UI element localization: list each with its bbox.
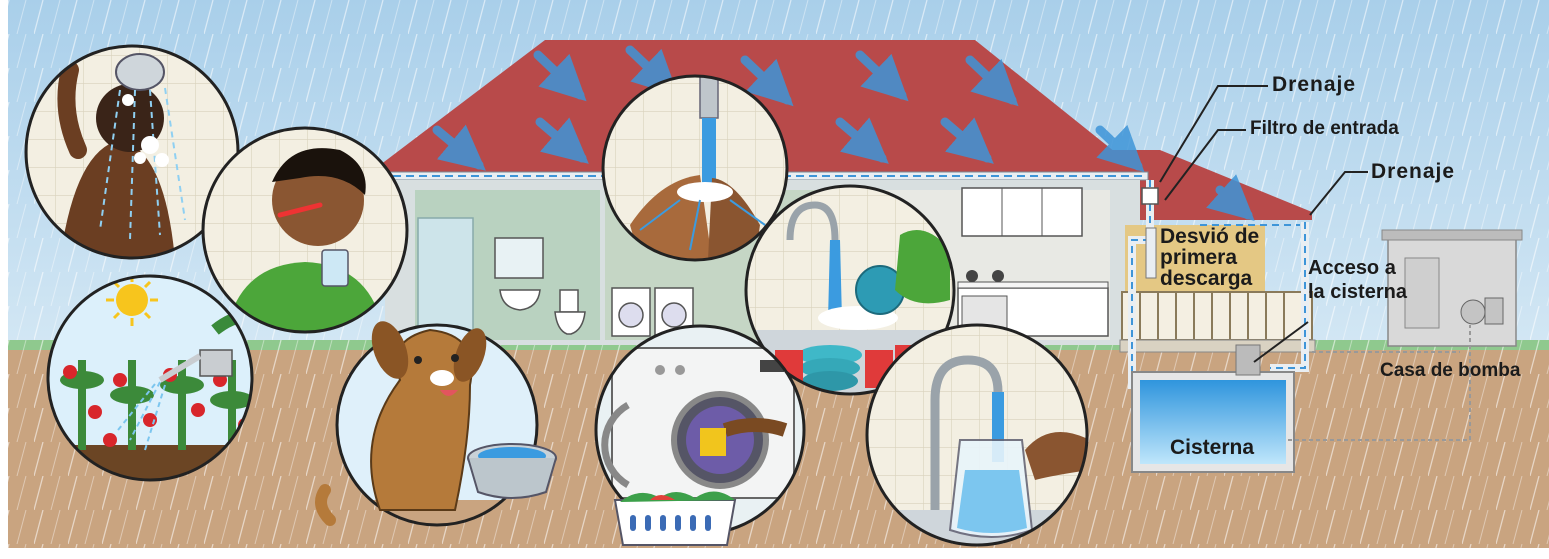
bathroom-mirror	[495, 238, 543, 278]
inlet-filter	[1142, 188, 1158, 204]
laundry-basket-icon	[615, 491, 735, 545]
shower-head-icon	[116, 54, 164, 90]
first-flush-diverter	[1146, 228, 1156, 278]
shower-stall	[418, 218, 473, 336]
faucet-icon	[700, 76, 718, 118]
label-drenaje-top: Drenaje	[1272, 73, 1356, 97]
porch-railing	[1122, 292, 1312, 340]
label-acceso-cisterna: Acceso a la cisterna	[1308, 256, 1418, 304]
label-cisterna: Cisterna	[1170, 436, 1254, 460]
pitcher-icon	[950, 440, 1032, 537]
dog-bowl-icon	[468, 444, 556, 498]
label-filtro-de-entrada: Filtro de entrada	[1250, 118, 1399, 140]
label-drenaje-right: Drenaje	[1371, 160, 1455, 184]
vignette-washing-hands	[603, 76, 787, 260]
label-desvio-primera-descarga: Desvió de primera descarga	[1160, 226, 1270, 289]
label-casa-de-bomba: Casa de bomba	[1380, 360, 1520, 382]
